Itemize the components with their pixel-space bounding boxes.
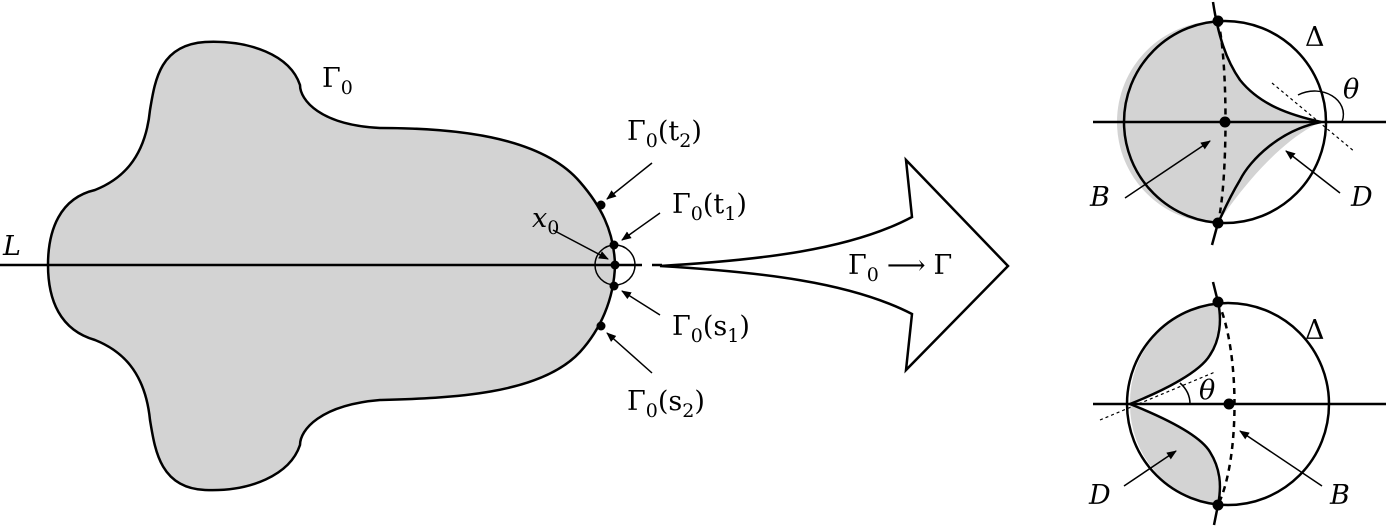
x0-point [610, 260, 620, 270]
bottom-point-upper [1212, 296, 1224, 308]
top-theta-label: θ [1343, 74, 1359, 105]
gamma0-t1-label: Γ0(t1) [672, 189, 747, 225]
x0-arrow [552, 229, 609, 260]
bottom-D-curve-upper [1129, 281, 1222, 406]
bottom-B-label: B [1329, 480, 1350, 511]
top-point-center [1219, 116, 1231, 128]
top-D-curve [1211, 1, 1322, 224]
gamma0-s1-label: Γ0(s1) [672, 311, 750, 347]
gamma0-t2-label: Γ0(t2) [627, 116, 702, 152]
top-angle-arc [1297, 90, 1345, 123]
bottom-point-center [1223, 398, 1235, 410]
bottom-angle-arc [1179, 382, 1191, 405]
left-figure: L Γ0 x0 Γ0(t2) Γ0(t1) Γ0(s1) Γ0(s2) [0, 40, 750, 492]
s2-point [596, 321, 606, 331]
big-arrow-shape [659, 156, 1010, 374]
top-delta-label: Δ [1305, 22, 1325, 53]
t1-arrow [621, 212, 661, 241]
bottom-disc: Δ θ D B [1088, 281, 1386, 526]
t2-arrow [606, 162, 653, 200]
bottom-disc-shaded-upper [1129, 302, 1219, 404]
bottom-D-label: D [1088, 480, 1111, 511]
t1-point [609, 240, 619, 250]
top-point-upper [1212, 15, 1224, 27]
top-B-arrow [1124, 140, 1211, 199]
top-point-lower [1212, 217, 1224, 229]
bottom-D-arrow [1123, 450, 1177, 487]
gamma0-s2-label: Γ0(s2) [627, 386, 705, 422]
bottom-point-lower [1212, 499, 1224, 511]
bottom-B-arrow [1239, 430, 1323, 487]
transform-arrow: Γ0⟶Γ [659, 156, 1010, 374]
s1-arrow [621, 290, 661, 316]
L-label: L [2, 231, 21, 262]
t2-point [596, 200, 606, 210]
s1-point [609, 281, 619, 291]
top-disc: Δ θ B D [1089, 1, 1386, 246]
bottom-delta-label: Δ [1305, 315, 1325, 346]
gamma0-label: Γ0 [322, 63, 353, 99]
transform-label: Γ0⟶Γ [848, 250, 952, 286]
bottom-theta-label: θ [1199, 375, 1215, 406]
x0-label: x0 [532, 203, 559, 239]
bottom-D-curve-lower [1129, 402, 1222, 526]
top-D-label: D [1350, 182, 1373, 213]
top-D-arrow [1285, 150, 1341, 194]
bottom-tangent-dotted [1099, 371, 1216, 421]
s2-arrow [606, 332, 653, 374]
top-B-label: B [1089, 182, 1110, 213]
